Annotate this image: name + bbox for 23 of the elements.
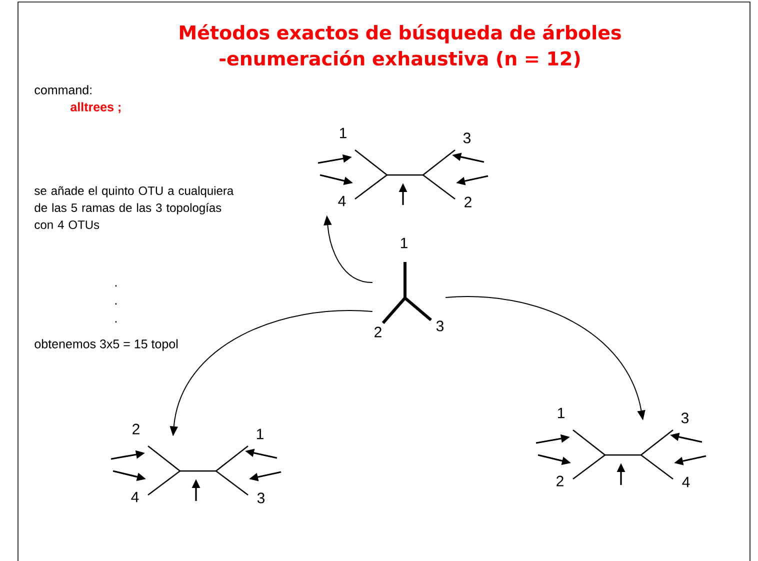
tip-label: 2 xyxy=(464,196,472,208)
ellipsis-dot: . xyxy=(115,285,117,287)
note-text: command: xyxy=(34,85,92,94)
tip-label: 3 xyxy=(463,132,471,144)
title: Métodos exactos de búsqueda de árboles -enumeración exhaustiva (n = 12) xyxy=(180,24,621,68)
tip-label: 1 xyxy=(558,408,564,418)
tip-label: 2 xyxy=(374,326,382,338)
note-text: obtenemos 3x5 = 15 topol xyxy=(34,339,178,351)
ellipsis-dot: . xyxy=(115,321,117,323)
tip-label: 1 xyxy=(400,238,408,248)
tip-label: 3 xyxy=(436,320,444,332)
tip-label: 4 xyxy=(682,476,690,488)
tip-label: 4 xyxy=(338,196,346,206)
note-text: se añade el quinto OTU a cualquiera de las 5 ramas de las 3 topologías con 4 OTUs xyxy=(34,186,234,229)
tip-label: 2 xyxy=(556,476,564,486)
tip-label: 2 xyxy=(132,424,140,434)
tip-label: 3 xyxy=(681,412,689,424)
ellipsis-dot: . xyxy=(115,303,117,305)
command-text: alltrees ; xyxy=(70,102,120,114)
tip-label: 4 xyxy=(131,492,139,502)
tip-label: 1 xyxy=(256,428,264,440)
tip-label: 1 xyxy=(340,128,346,138)
tip-label: 3 xyxy=(257,492,265,504)
